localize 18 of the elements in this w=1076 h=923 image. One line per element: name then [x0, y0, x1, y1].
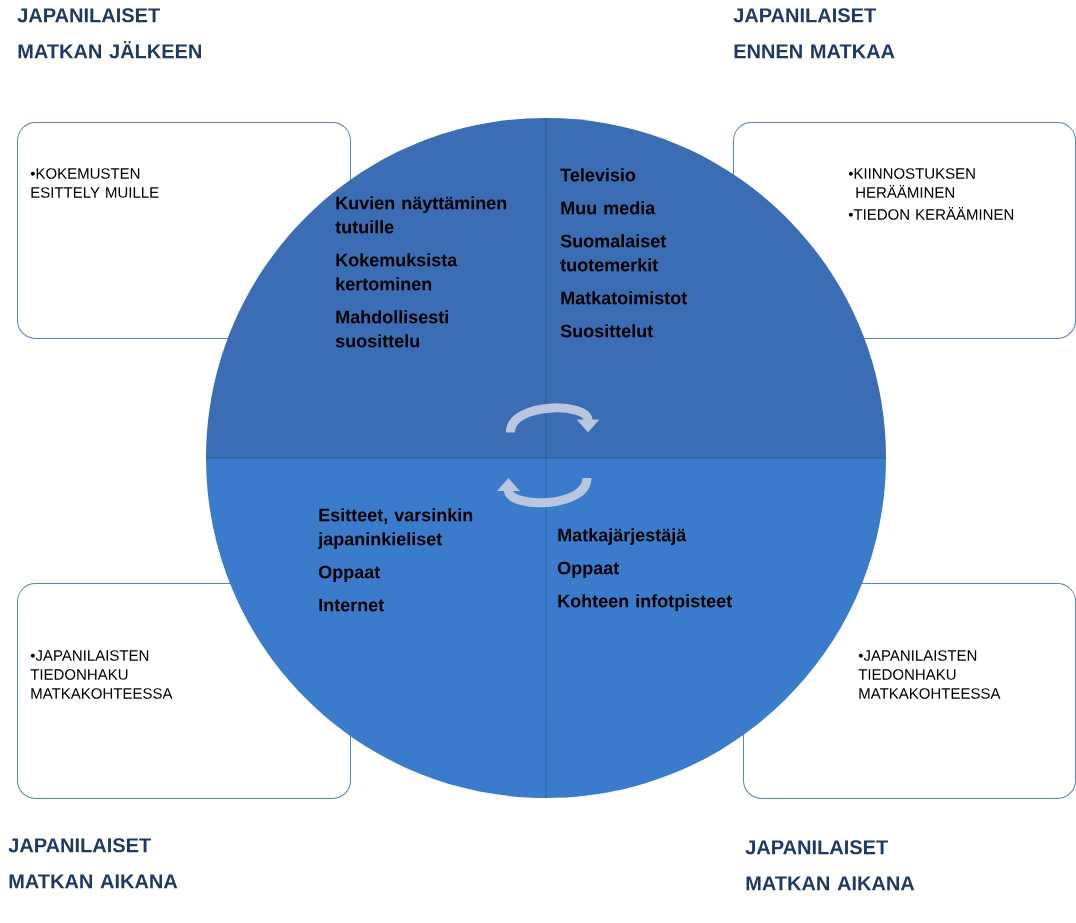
cycle-arrow: [497, 477, 592, 508]
heading: JAPANILAISET MATKAN JÄLKEEN: [17, 8, 201, 59]
circle-quadrant: Esitteet, varsinkin japaninkieliset Oppaat Internet: [206, 458, 546, 798]
cycle-arrow: [506, 403, 600, 434]
node-label: Oppaat: [318, 565, 380, 582]
node-label: Televisio: [560, 168, 636, 182]
heading: JAPANILAISET ENNEN MATKAA: [733, 8, 895, 59]
heading: JAPANILAISET MATKAN AIKANA: [8, 838, 178, 889]
node-label: Matkajärjestäjä: [558, 528, 687, 545]
heading: JAPANILAISET MATKAN AIKANA: [745, 840, 915, 891]
node-label: Suomalaiset tuotemerkit: [560, 234, 667, 272]
node-label: Esitteet, varsinkin japaninkieliset: [317, 508, 473, 549]
node-label: Kohteen infotpisteet: [558, 594, 732, 611]
node-label: Oppaat: [557, 561, 619, 578]
circle-quadrant: Kuvien näyttäminen tutuille Kokemuksista kertominen Mahdollisesti suosittelu: [206, 118, 546, 458]
node-label: Suosittelut: [560, 324, 653, 338]
node-label: Muu media: [561, 201, 656, 215]
node-label: Matkatoimistot: [561, 291, 687, 305]
